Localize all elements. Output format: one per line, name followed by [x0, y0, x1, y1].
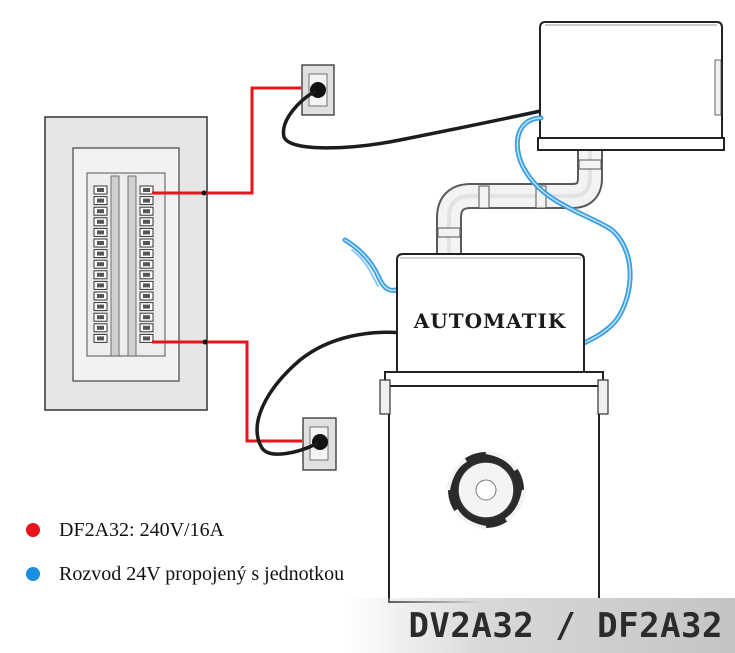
breaker-switch	[143, 230, 150, 235]
separator-unit	[537, 21, 725, 151]
breaker-column-left	[93, 185, 108, 343]
breaker-switch	[97, 251, 104, 256]
vacuum-pipe	[436, 150, 603, 256]
legend-label-power: DF2A32: 240V/16A	[59, 518, 225, 541]
breaker-switch	[143, 336, 150, 341]
low-voltage-wires	[342, 115, 633, 348]
legend-item-power: DF2A32: 240V/16A	[26, 515, 224, 545]
blue-dot-icon	[26, 567, 40, 581]
model-label: DV2A32 / DF2A32	[408, 606, 723, 646]
breaker-switch	[97, 198, 104, 203]
breaker-switch	[143, 304, 150, 309]
breaker-switch	[143, 325, 150, 330]
breaker-switch	[143, 188, 150, 192]
red-dot-icon	[26, 523, 40, 537]
breaker-switch	[97, 283, 104, 288]
breaker-switch	[143, 315, 150, 320]
breaker-switch	[143, 219, 150, 224]
breaker-switch	[143, 251, 150, 256]
breaker-switch	[97, 336, 104, 341]
breaker-switch	[97, 241, 104, 245]
breaker-switch	[97, 272, 104, 277]
legend-label-low-voltage: Rozvod 24V propojený s jednotkou	[59, 562, 345, 585]
electrical-panel	[44, 116, 208, 411]
breaker-switch	[143, 272, 150, 277]
brand-logo: AUTOMATIK	[413, 309, 566, 333]
fan-emblem	[446, 450, 526, 530]
breaker-switch	[97, 294, 104, 298]
breaker-switch	[143, 198, 150, 203]
power-cords	[255, 90, 547, 456]
breaker-switch	[97, 304, 104, 309]
model-banner	[345, 598, 735, 653]
breaker-switch	[97, 230, 104, 235]
breaker-switch	[143, 294, 150, 298]
outlet-bottom	[302, 417, 337, 471]
legend-item-low-voltage: Rozvod 24V propojený s jednotkou	[26, 559, 344, 589]
central-vacuum-unit: AUTOMATIK	[379, 253, 609, 603]
breaker-switch	[97, 209, 104, 214]
breaker-switch	[143, 241, 150, 245]
breaker-switch	[143, 209, 150, 214]
breaker-column-right	[139, 185, 154, 343]
power-wires	[152, 86, 302, 443]
breaker-switch	[97, 262, 104, 267]
outlet-top	[301, 64, 335, 116]
breaker-switch	[97, 315, 104, 320]
breaker-switch	[97, 325, 104, 330]
breaker-switch	[97, 188, 104, 192]
breaker-switch	[143, 283, 150, 288]
breaker-switch	[143, 262, 150, 267]
breaker-switch	[97, 219, 104, 224]
